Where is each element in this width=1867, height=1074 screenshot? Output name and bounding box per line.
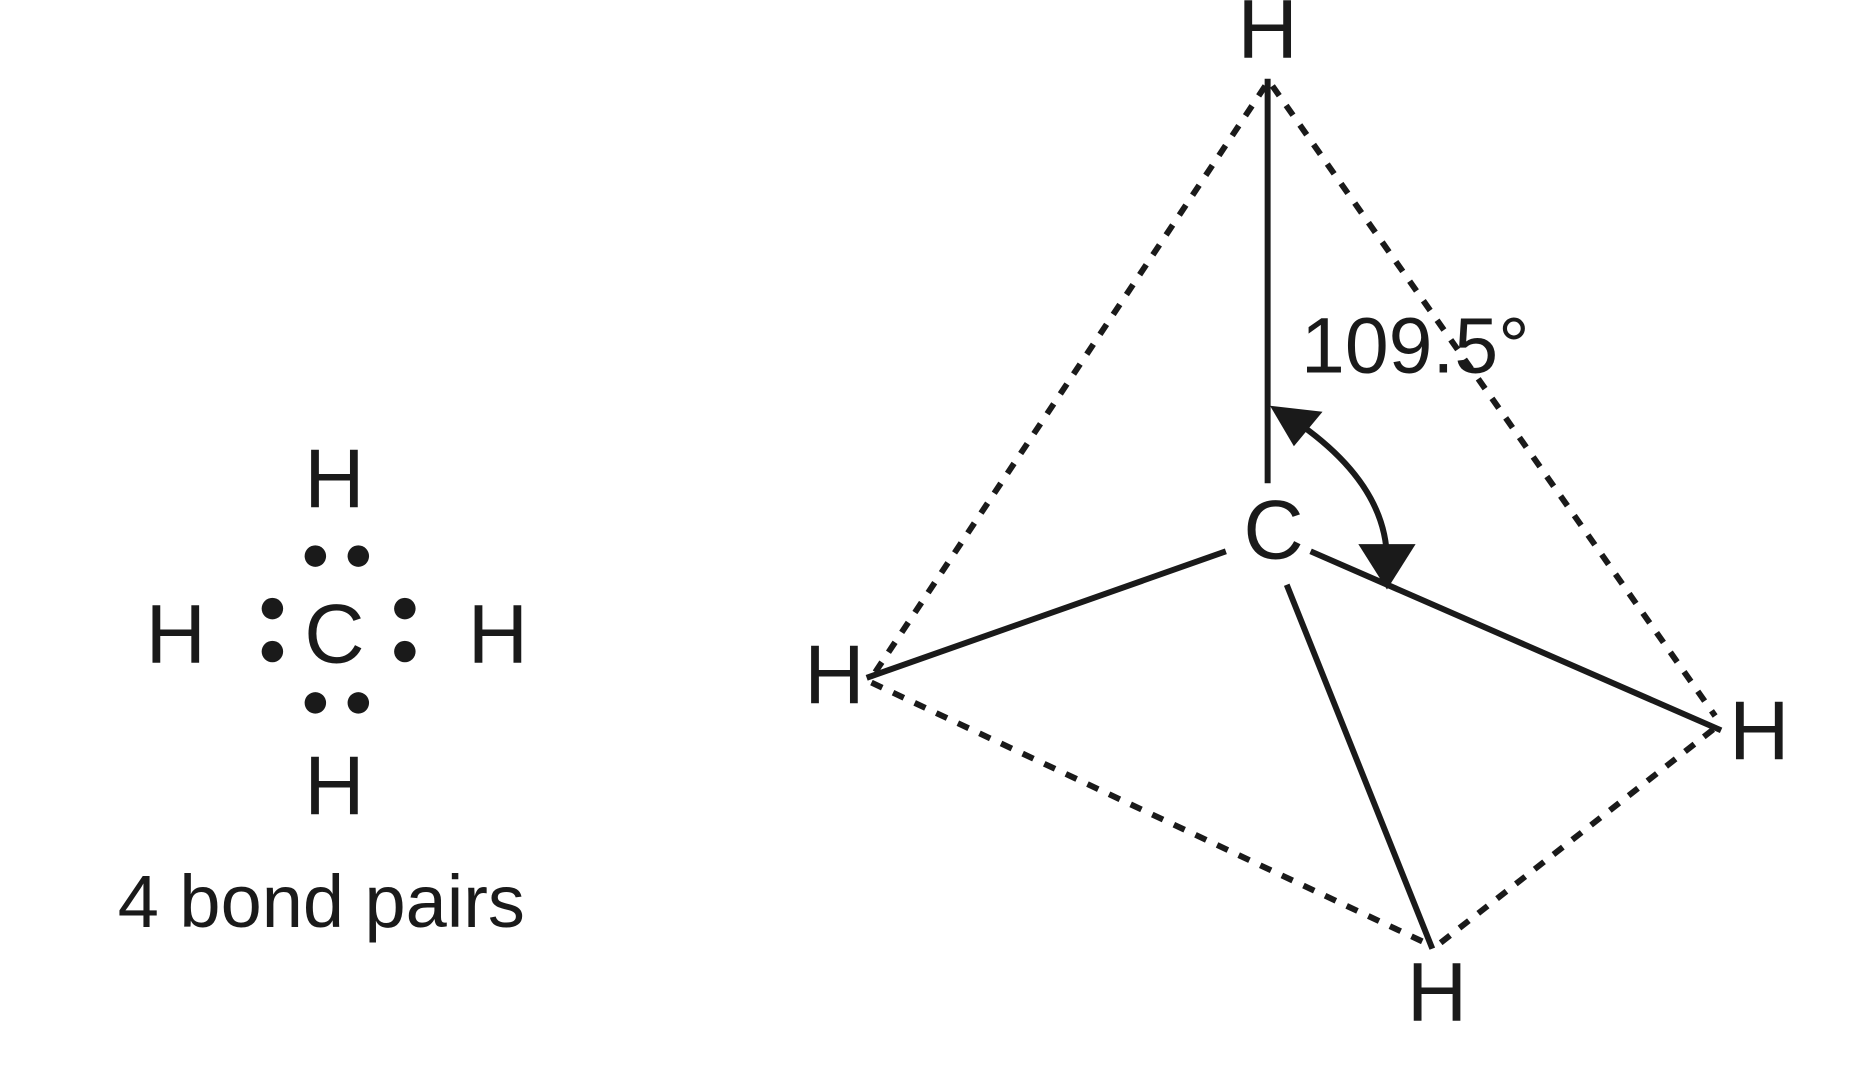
angle-arc: [1292, 417, 1390, 561]
tetra-c: C: [1243, 482, 1303, 576]
edge-bottom-right: [1438, 725, 1717, 946]
lewis-h-right: H: [468, 586, 528, 680]
tetra-h-bottom: H: [1407, 944, 1467, 1038]
electron-dot: [304, 692, 327, 714]
edge-top-left: [868, 84, 1268, 680]
electron-dot: [261, 640, 284, 663]
tetra-h-left: H: [804, 627, 864, 721]
lewis-h-top: H: [304, 431, 364, 525]
bond-angle-label: 109.5°: [1301, 301, 1530, 389]
edge-top-right: [1269, 84, 1718, 718]
electron-dots: [261, 545, 416, 714]
electron-dot: [304, 545, 327, 567]
electron-dot: [394, 640, 416, 663]
electron-dot: [394, 597, 416, 620]
lewis-h-left: H: [146, 586, 206, 680]
lewis-caption: 4 bond pairs: [118, 860, 525, 943]
tetrahedral-structure: H C H H H 109.5°: [804, 0, 1789, 1038]
arrowhead-up-icon: [1270, 405, 1323, 447]
bond-left: [865, 548, 1227, 681]
bond-bottom: [1283, 583, 1436, 950]
tetra-h-top: H: [1237, 0, 1297, 75]
electron-dot: [347, 692, 370, 714]
tetra-h-right: H: [1729, 683, 1789, 777]
edge-left-bottom: [870, 679, 1427, 946]
arrowhead-down-icon: [1358, 544, 1416, 590]
lewis-structure: H C H H H 4 bond pairs: [118, 431, 528, 943]
electron-dot: [347, 545, 370, 567]
lewis-h-bottom: H: [304, 738, 364, 832]
lewis-c: C: [304, 586, 364, 680]
electron-dot: [261, 597, 284, 620]
bond-right: [1309, 548, 1723, 734]
